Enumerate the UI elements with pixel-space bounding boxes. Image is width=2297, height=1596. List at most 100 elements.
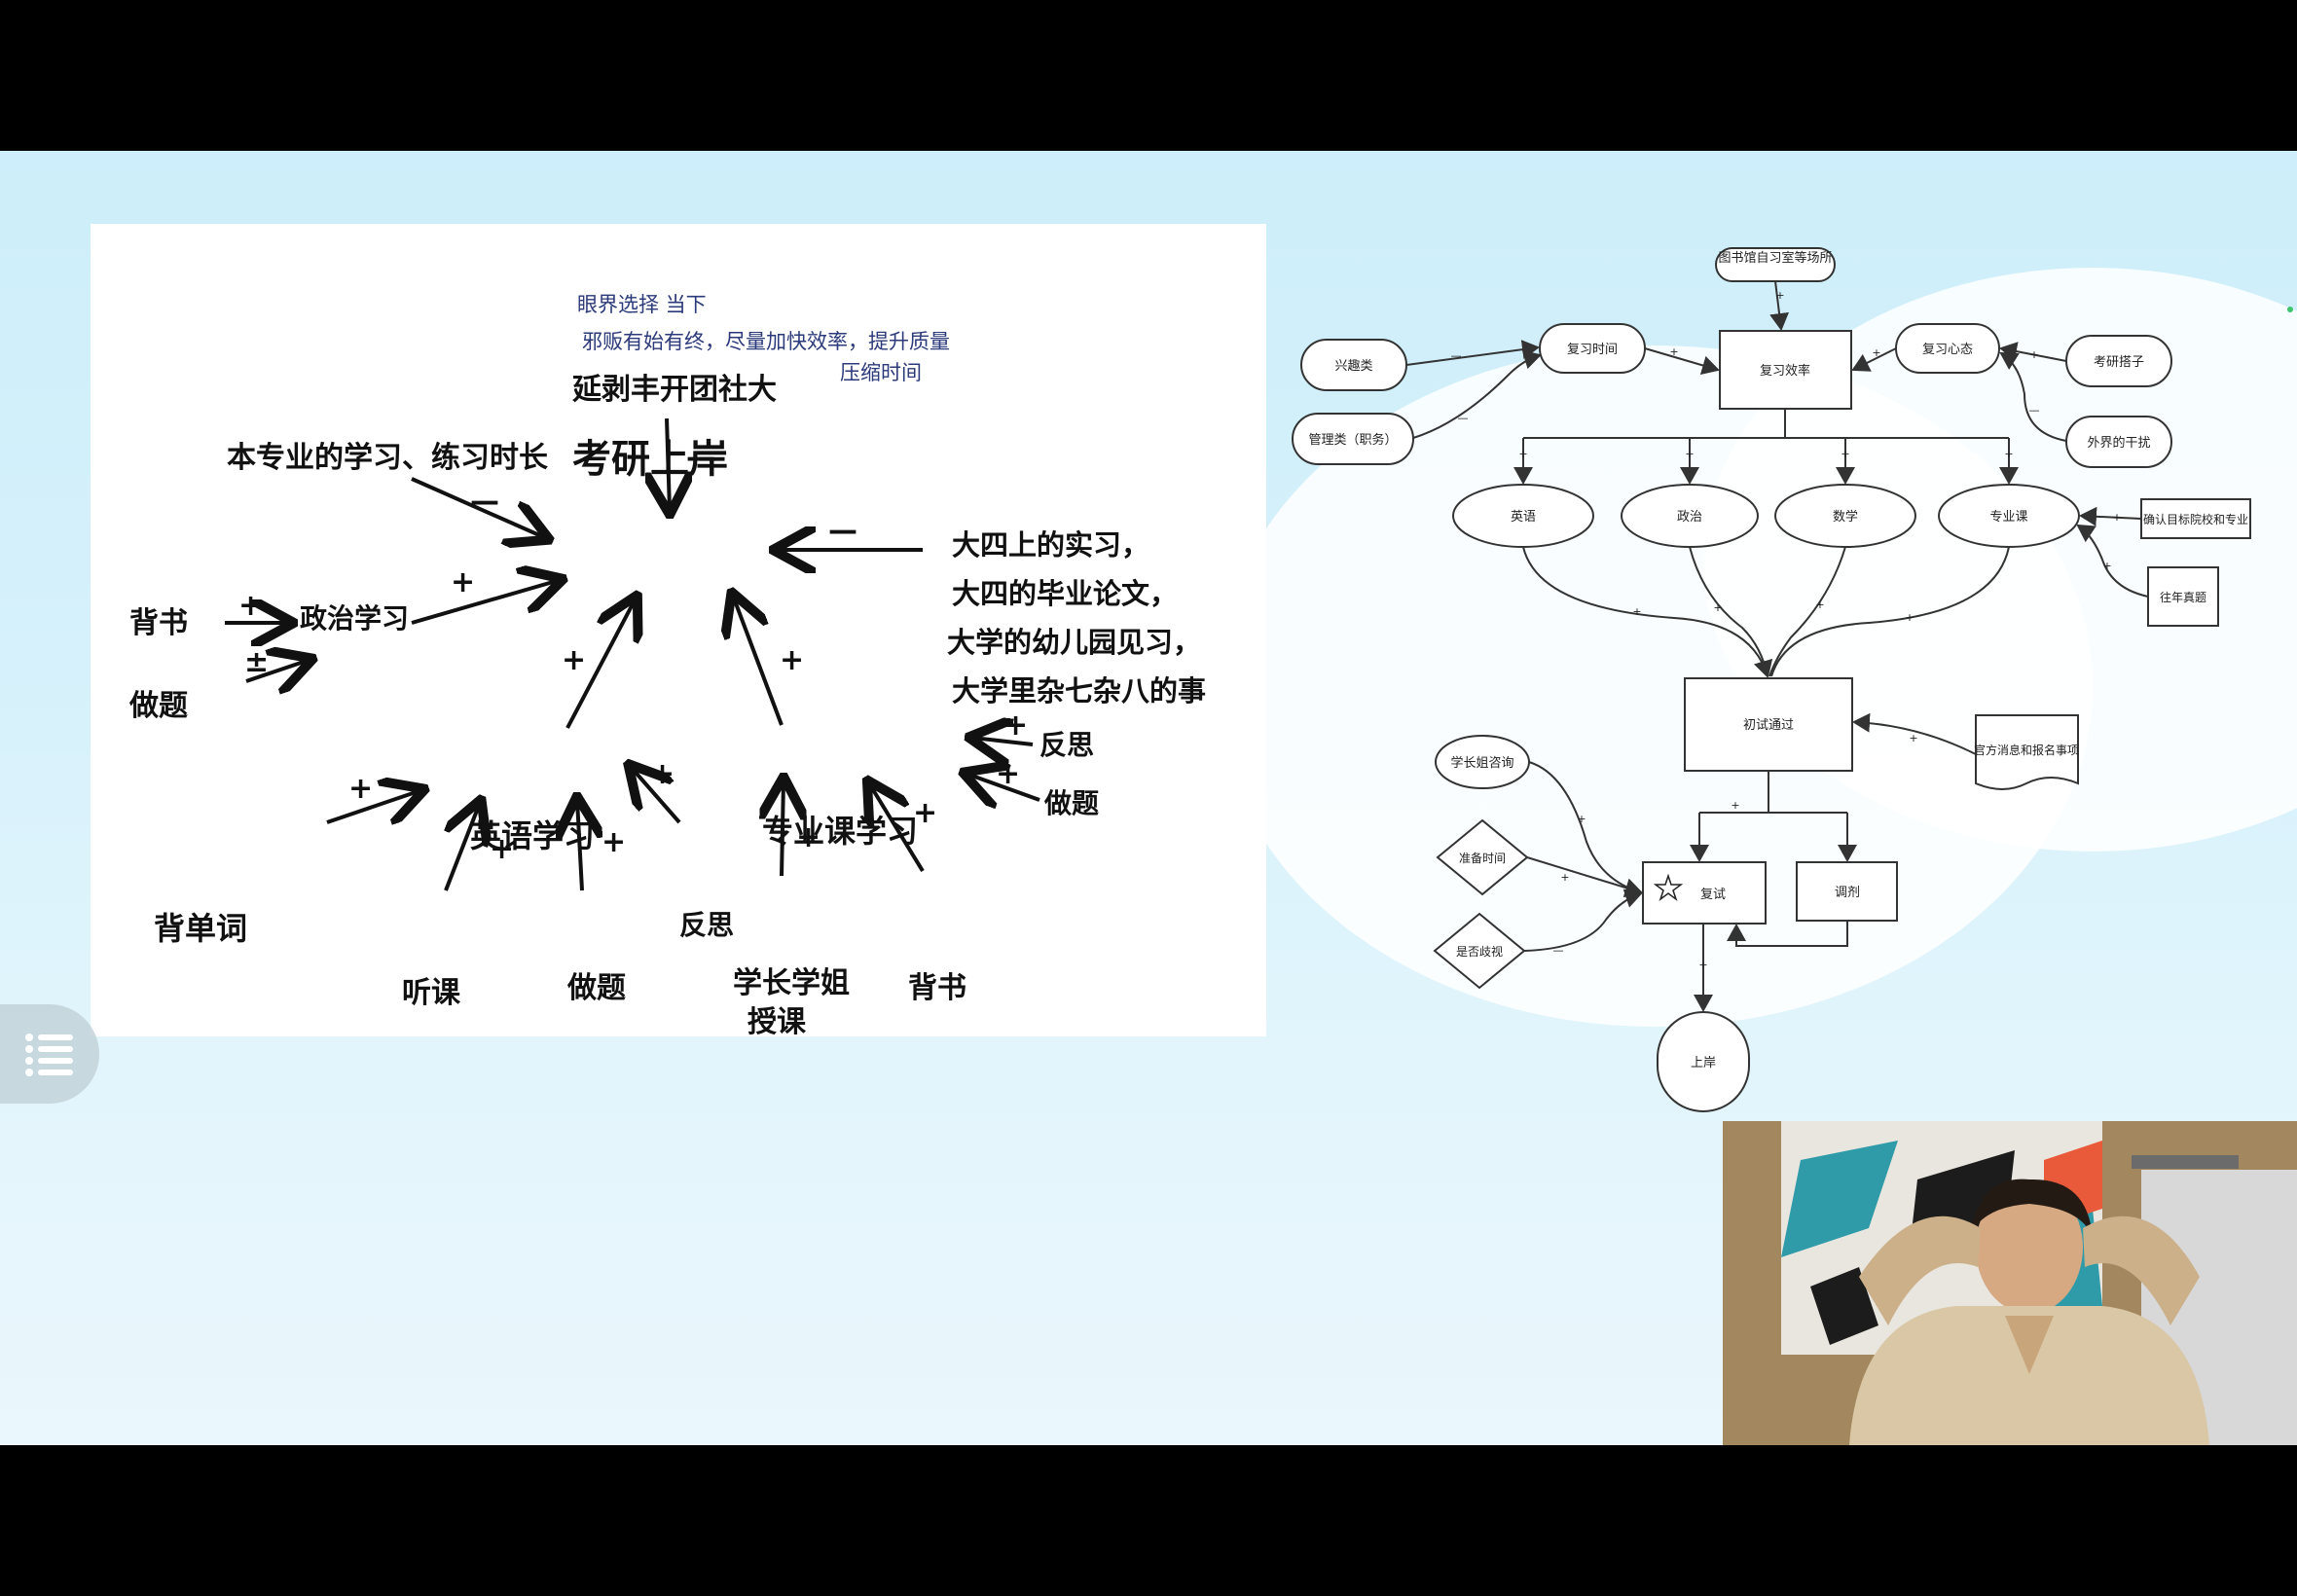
flowchart-canvas: 图书馆自习室等场所 复习效率 复习时间 复习心态 兴趣类 管理类（职务） 考研搭… <box>1292 247 2251 1112</box>
sign-minus: — <box>686 441 715 475</box>
presentation-stage: 眼界选择 当下 邪贩有始有终，尽量加快效率，提升质量 压缩时间 考研上岸 延剥丰… <box>0 151 2297 1445</box>
label-math: 数学 <box>1833 509 1858 525</box>
sign-plus: + <box>650 757 675 791</box>
sign-plus: + <box>602 825 626 859</box>
sign-minus: — <box>828 514 857 548</box>
label-adjust: 调剂 <box>1835 886 1860 900</box>
sign-plus-minus: ± <box>244 645 269 679</box>
sign-minus: — <box>1451 349 1462 362</box>
sign-plus: + <box>1632 605 1641 618</box>
node-prepare <box>1436 818 1529 896</box>
flowchart-connectors <box>1405 280 2149 1012</box>
node-listen: 听课 <box>402 976 461 1010</box>
sign-plus: + <box>1841 448 1849 460</box>
hand-drawn-diagram-canvas: 眼界选择 当下 邪贩有始有终，尽量加快效率，提升质量 压缩时间 考研上岸 延剥丰… <box>128 293 1206 1036</box>
node-prelim <box>1684 677 1853 772</box>
label-pressure: 考研搭子 <box>2094 354 2144 370</box>
annotation-line: 压缩时间 <box>840 361 922 384</box>
sign-plus: + <box>1905 611 1914 624</box>
node-disturb <box>2065 416 2172 468</box>
sign-minus: — <box>1458 412 1469 424</box>
node-top-left: 本专业的学习、练习时长 <box>227 441 548 475</box>
sign-plus: + <box>348 772 373 806</box>
sign-plus: + <box>1698 959 1707 971</box>
sign-plus: + <box>1775 289 1784 302</box>
sign-plus: + <box>562 643 586 677</box>
sign-plus: + <box>796 820 820 854</box>
sign-plus: + <box>913 796 937 830</box>
node-right-line: 大四上的实习， <box>952 528 1149 562</box>
diagram-arrows <box>225 417 1040 891</box>
sign-plus: + <box>1577 813 1586 825</box>
sign-plus: + <box>490 832 514 866</box>
sign-plus: + <box>1872 346 1880 359</box>
node-target <box>2140 498 2251 539</box>
sign-plus: + <box>238 589 263 623</box>
node-senior: 学长学姐 <box>733 966 850 1000</box>
sign-plus: + <box>1003 708 1028 743</box>
sign-plus: + <box>2029 348 2038 361</box>
node-reflect-major: 反思 <box>1039 729 1094 761</box>
node-admit <box>1657 1011 1750 1112</box>
label-admit: 上岸 <box>1691 1056 1716 1070</box>
label-interest: 兴趣类 <box>1334 359 1372 374</box>
sign-plus: + <box>1518 448 1527 460</box>
annotation-line: 邪贩有始有终，尽量加快效率，提升质量 <box>582 330 950 353</box>
label-target: 确认目标院校和专业 <box>2143 512 2248 526</box>
label-english: 英语 <box>1511 510 1536 525</box>
node-adjust <box>1796 861 1898 922</box>
node-senior: 授课 <box>747 1005 807 1036</box>
label-mindset: 复习心态 <box>1922 343 1973 357</box>
node-beishu-left: 背书 <box>129 606 188 640</box>
label-discriminate: 是否歧视 <box>1456 944 1503 959</box>
sign-plus: + <box>1815 598 1824 611</box>
node-past <box>2147 566 2219 627</box>
label-library: 图书馆自习室等场所 <box>1718 250 1832 266</box>
status-dot <box>2287 307 2293 312</box>
label-retest: 复试 <box>1700 888 1726 902</box>
sign-plus: + <box>996 757 1020 791</box>
label-prelim: 初试通过 <box>1743 718 1794 733</box>
star-icon <box>1653 873 1684 902</box>
person-shirt <box>1849 1306 2209 1445</box>
sign-plus: + <box>451 565 475 599</box>
node-major: 专业课学习 <box>762 813 918 850</box>
node-beishu-major: 背书 <box>908 971 966 1005</box>
flowchart: 图书馆自习室等场所 复习效率 复习时间 复习心态 兴趣类 管理类（职务） 考研搭… <box>1285 238 2297 1289</box>
node-efficiency <box>1719 330 1852 410</box>
label-management: 管理类（职务） <box>1308 432 1397 448</box>
node-official <box>1975 714 2079 790</box>
sign-minus: — <box>1553 944 1564 957</box>
label-politics: 政治 <box>1677 510 1702 525</box>
menu-button[interactable] <box>0 1004 99 1104</box>
person-face <box>1976 1181 2083 1314</box>
node-words: 背单词 <box>154 910 247 947</box>
sign-minus: — <box>470 485 499 519</box>
node-discriminate <box>1433 912 1526 990</box>
node-management <box>1292 413 1414 465</box>
node-zuoti-left: 做题 <box>128 689 188 723</box>
label-official: 官方消息和报名事项 <box>1974 743 2079 757</box>
node-right-line: 大学里杂七杂八的事 <box>952 674 1206 707</box>
label-major: 专业课 <box>1989 510 2027 525</box>
node-zuoti-eng: 做题 <box>566 971 626 1005</box>
node-top: 延剥丰开团社大 <box>571 373 777 407</box>
sign-plus: + <box>1560 871 1569 884</box>
sign-plus: + <box>1731 799 1739 812</box>
node-zuoti-major: 做题 <box>1043 787 1099 819</box>
list-menu-icon <box>25 1034 73 1076</box>
label-efficiency: 复习效率 <box>1760 363 1810 379</box>
sign-plus: + <box>780 643 804 677</box>
webcam-video[interactable] <box>1723 1121 2297 1445</box>
sign-plus: + <box>2102 560 2111 572</box>
label-prepare: 准备时间 <box>1459 852 1506 865</box>
sign-plus: + <box>1685 448 1694 460</box>
node-politics: 政治学习 <box>300 602 409 635</box>
sign-minus: — <box>2029 404 2040 417</box>
sign-plus: + <box>2004 448 2013 460</box>
label-consult: 学长姐咨询 <box>1450 755 1513 771</box>
hand-drawn-diagram: 眼界选择 当下 邪贩有始有终，尽量加快效率，提升质量 压缩时间 考研上岸 延剥丰… <box>91 224 1266 1036</box>
sign-plus: + <box>1909 732 1917 744</box>
label-disturb: 外界的干扰 <box>2087 435 2150 451</box>
sign-plus: + <box>1713 601 1722 614</box>
